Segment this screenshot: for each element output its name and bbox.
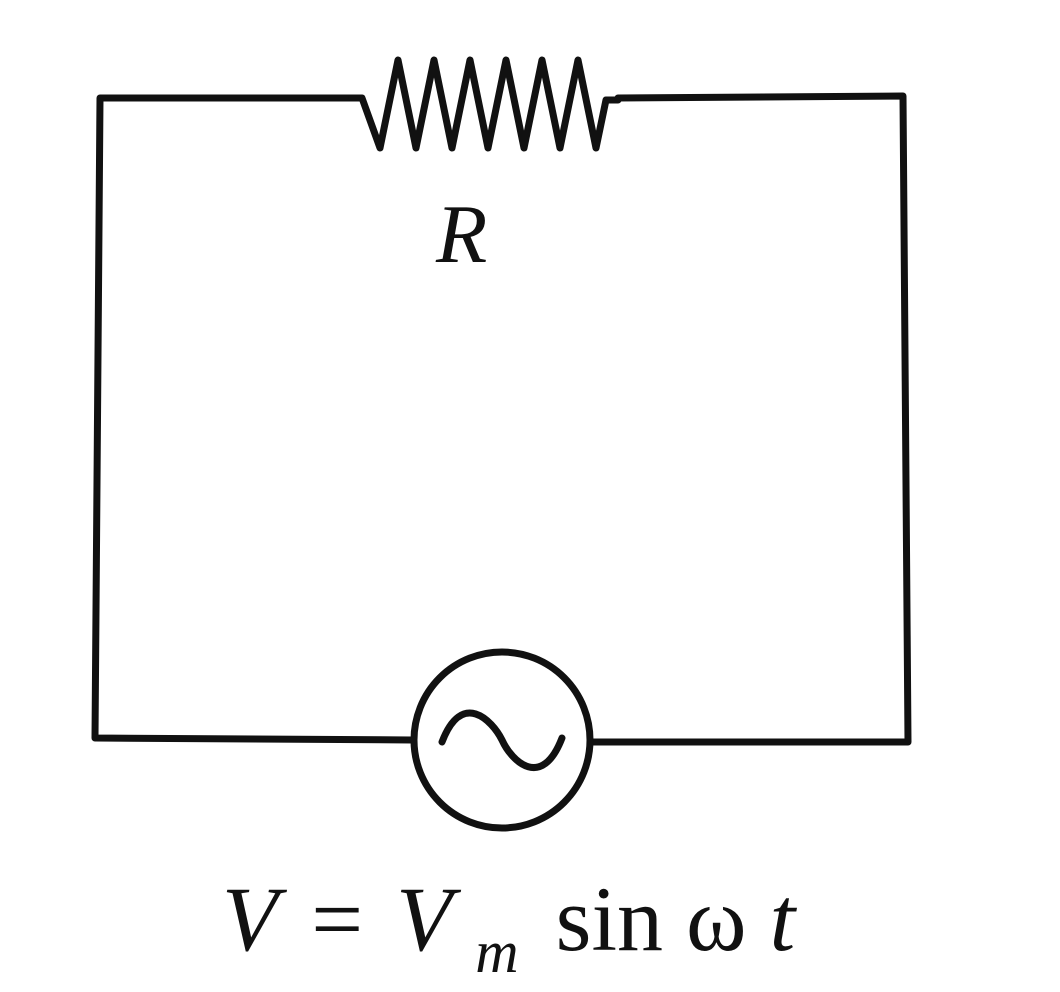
resistor-label: R [435,188,487,281]
source-equation: V = V m sin ω t [222,868,798,992]
ac-source [410,648,594,832]
wire-top-right [588,92,912,746]
wire-top-left [91,94,416,744]
resistor [348,56,622,152]
ac-source-tilde-icon [438,709,566,771]
